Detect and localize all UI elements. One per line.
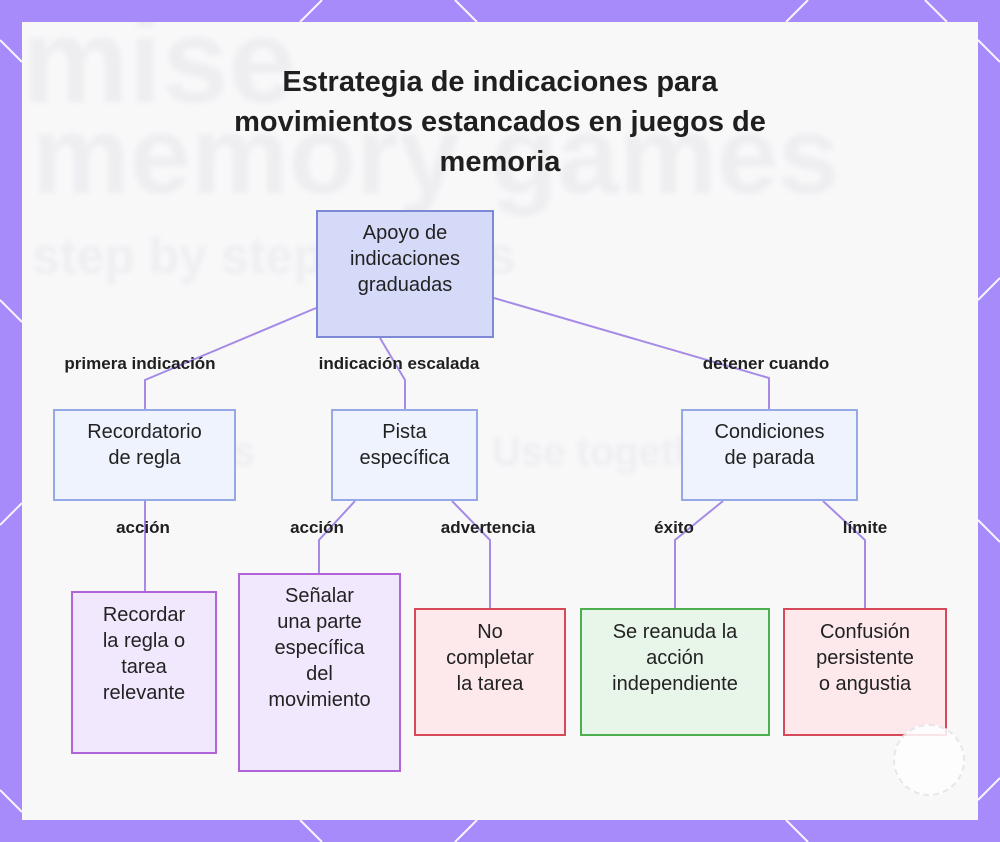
node-recall-rule: Recordar la regla o tarea relevante [71, 591, 217, 754]
node-text: completar [446, 647, 534, 669]
node-text: No [477, 621, 503, 643]
edge-root-to-hint [379, 337, 406, 409]
title-line: Estrategia de indicaciones para [282, 66, 718, 98]
node-text: Condiciones [714, 421, 825, 443]
edge-label-success: éxito [654, 518, 694, 537]
node-text: graduadas [357, 274, 453, 296]
node-text: una parte [277, 611, 362, 633]
node-resume-independent: Se reanuda la acción independiente [580, 608, 770, 736]
node-text: acción [646, 647, 704, 669]
node-text: Pista [382, 421, 427, 443]
node-text: independiente [612, 673, 738, 695]
edge-root-to-reminder [144, 307, 317, 409]
edge-label-first-hint: primera indicación [64, 354, 216, 373]
node-hint: Pista específica [331, 409, 478, 501]
title-line: memoria [439, 146, 561, 178]
edge-hint-to-point [318, 500, 356, 573]
title-line: movimientos estancados en juegos de [234, 106, 766, 138]
edge-hint-to-incomplete [451, 500, 491, 608]
node-do-not-complete: No completar la tarea [414, 608, 566, 736]
background-text-heading: memory games [32, 94, 840, 217]
node-text: Recordar [102, 604, 186, 626]
edge-label-action: acción [116, 518, 170, 537]
node-text: persistente [816, 647, 914, 669]
node-persistent-distress: Confusión persistente o angustia [783, 608, 947, 736]
node-text: la tarea [456, 673, 524, 695]
node-text: o angustia [818, 673, 912, 695]
node-text: la regla o [102, 630, 186, 652]
edge-label-warning: advertencia [440, 518, 536, 537]
node-root: Apoyo de indicaciones graduadas [316, 210, 494, 338]
node-text: de regla [108, 447, 181, 469]
edge-stop-to-distress [822, 500, 866, 608]
edge-label-limit: límite [842, 518, 888, 537]
node-stop-conditions: Condiciones de parada [681, 409, 858, 501]
edge-label-escalated-hint: indicación escalada [318, 354, 480, 373]
node-text: de parada [724, 447, 815, 469]
node-text: movimiento [268, 689, 371, 711]
node-text: Recordatorio [87, 421, 202, 443]
watermark-badge-icon [893, 724, 965, 796]
node-text: tarea [121, 656, 167, 678]
node-text: Apoyo de [362, 222, 448, 244]
node-text: Señalar [285, 585, 354, 607]
edge-root-to-stop [493, 297, 770, 409]
diagram-title: Estrategia de indicaciones para movimien… [200, 62, 800, 182]
node-text: relevante [102, 682, 186, 704]
background-text-brand: mise [22, 22, 296, 128]
node-text: específica [274, 637, 365, 659]
node-point-part: Señalar una parte específica del movimie… [238, 573, 401, 772]
node-text: Confusión [819, 621, 911, 643]
node-text: específica [359, 447, 450, 469]
node-text: indicaciones [349, 248, 461, 270]
node-reminder: Recordatorio de regla [53, 409, 236, 501]
node-text: Se reanuda la [612, 621, 738, 643]
edge-stop-to-resume [674, 500, 724, 608]
edge-label-action: acción [290, 518, 344, 537]
edge-label-stop-when: detener cuando [702, 354, 830, 373]
node-text: del [306, 663, 333, 685]
